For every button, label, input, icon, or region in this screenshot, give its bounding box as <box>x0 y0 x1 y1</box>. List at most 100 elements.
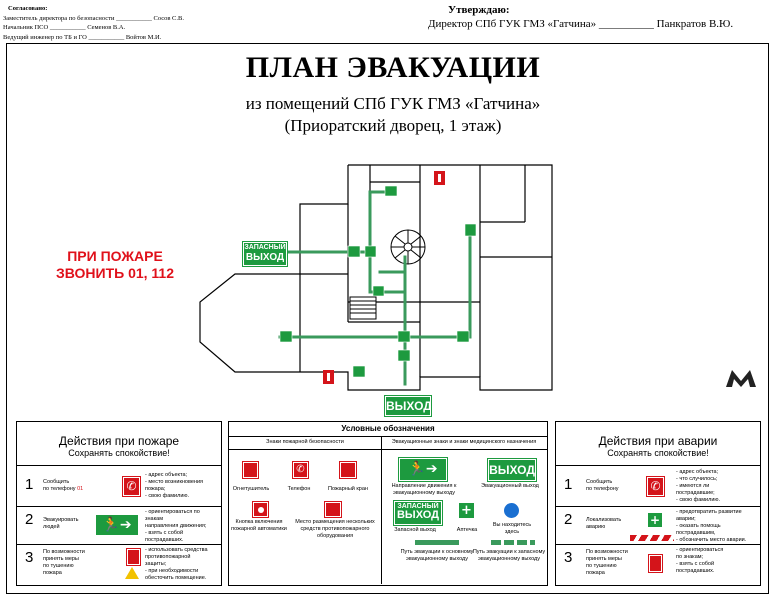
step-number: 2 <box>25 511 34 528</box>
note: знакам <box>145 516 163 522</box>
first-aid-icon: + <box>648 513 662 527</box>
alarm-button-icon <box>252 501 269 518</box>
step-text: Сообщить по телефону 01 <box>43 479 113 493</box>
note: - свою фамилию. <box>145 493 190 499</box>
accident-step-3: 3 По возможности принять меры по тушению… <box>556 544 760 585</box>
direction-sign-icon: 🏃➔ <box>398 457 448 482</box>
accident-step-2: 2 Локализовать аварию + - предотвратить … <box>556 506 760 545</box>
page-title: ПЛАН ЭВАКУАЦИИ <box>245 51 541 84</box>
agreed-line: Ведущий инженер по ТБ и ГО ___________ В… <box>3 33 162 41</box>
step-number: 1 <box>25 476 34 493</box>
step-text-1: Эвакуировать <box>43 517 79 523</box>
step-text-1: Сообщить <box>43 479 70 485</box>
step-text-2: принять меры <box>43 556 79 562</box>
accident-actions-panel: Действия при аварии Сохранять спокойстви… <box>555 421 761 586</box>
legend-divider <box>381 437 382 584</box>
warning-icon <box>125 567 139 579</box>
extinguisher-icon <box>242 461 259 479</box>
fire-call-text: ПРИ ПОЖАРЕ ЗВОНИТЬ 01, 112 <box>30 248 200 282</box>
accident-actions-subtitle: Сохранять спокойствие! <box>607 448 709 458</box>
step-text: По возможности принять меры по тушению п… <box>43 549 113 577</box>
first-aid-icon: + <box>459 503 474 518</box>
note: - взять с собой <box>145 530 184 536</box>
hydrant-icon <box>339 461 357 479</box>
note: пострадавших. <box>145 537 184 543</box>
legend-spare-route: Путь эвакуации к запасному эвакуационном… <box>472 549 546 562</box>
spare-exit-sign: ЗАПАСНЫЙ ВЫХОД <box>242 241 288 267</box>
step-text-3: по тушению <box>43 563 74 569</box>
note: пострадавшим, <box>676 530 716 536</box>
agreed-line: Начальник ПСО ___________ Семенов В.А. <box>3 24 126 31</box>
note: - что случилось; <box>676 476 718 482</box>
note: защиты; <box>145 561 167 567</box>
step-text-4: пожара <box>43 570 62 576</box>
agreed-block: Согласовано: Заместитель директора по бе… <box>3 4 233 42</box>
fire-actions-subtitle: Сохранять спокойствие! <box>68 448 170 458</box>
note: - ориентироваться по <box>145 509 200 515</box>
legend-col1-header: Знаки пожарной безопасности <box>229 439 381 450</box>
fire-extinguisher-icon <box>126 548 141 566</box>
step-text-3: по тушению <box>586 563 617 569</box>
note: пожара; <box>145 486 166 492</box>
spare-exit-sign-icon: ЗАПАСНЫЙ ВЫХОД <box>393 500 443 526</box>
fire-step-2: 2 Эвакуировать людей 🏃➔ - ориентироватьс… <box>17 506 221 545</box>
legend-button: Кнопка включения пожарной автоматики <box>231 519 287 532</box>
approve-block: Утверждаю: Директор СПб ГУК ГМЗ «Гатчина… <box>428 3 774 31</box>
note: - адрес объекта; <box>676 469 719 475</box>
step-text-2: людей <box>43 524 60 530</box>
approve-title: Утверждаю: <box>448 4 510 16</box>
legend-title: Условные обозначения <box>229 422 547 437</box>
barrier-tape-icon <box>630 535 674 541</box>
legend-panel: Условные обозначения Знаки пожарной безо… <box>228 421 548 586</box>
step-text: Сообщить по телефону <box>586 479 646 493</box>
note: - имеются ли <box>676 483 710 489</box>
note: - использовать средства <box>145 547 208 553</box>
step-text-2: аварию <box>586 524 606 530</box>
step-number: 3 <box>25 549 34 566</box>
note: аварии; <box>676 516 696 522</box>
legend-fire-place: Место размещения нескольких средств прот… <box>295 519 375 539</box>
note: - взять с собой <box>676 561 715 567</box>
spare-exit-line2: ВЫХОД <box>245 252 285 263</box>
step-text-2: принять меры <box>586 556 622 562</box>
note: пострадавшие; <box>676 490 715 496</box>
main-exit-sign: ВЫХОД <box>384 395 432 417</box>
accident-step-1: 1 Сообщить по телефону ✆ - адрес объекта… <box>556 465 760 507</box>
step-text-1: По возможности <box>43 549 85 555</box>
note: - при необходимости <box>145 568 199 574</box>
logo-icon <box>726 370 756 387</box>
spare-exit-line1: ЗАПАСНЫЙ <box>244 244 286 251</box>
note: - ориентироваться <box>676 547 724 553</box>
legend-col2-header: Эвакуационные знаки и знаки медицинского… <box>381 439 547 450</box>
agreed-line: Заместитель директора по безопасности __… <box>3 14 184 22</box>
step-text: Локализовать аварию <box>586 517 646 531</box>
step-notes: - ориентироваться по знакам; - взять с с… <box>676 547 759 575</box>
step-text-2: по телефону <box>43 486 76 492</box>
exit-sign-icon: ВЫХОД <box>487 458 537 482</box>
fire-call-number: ЗВОНИТЬ 01, 112 <box>55 265 175 281</box>
legend-you-are-here: Вы находитесь здесь <box>492 522 532 535</box>
legend-direction: Направление движения к эвакуационному вы… <box>391 483 457 496</box>
legend-hydrant: Пожарный кран <box>328 486 368 492</box>
step-number: 1 <box>564 476 573 493</box>
fire-actions-title: Действия при пожаре <box>58 434 180 448</box>
legend-spare-exit: Запасной выход <box>394 527 436 533</box>
step-text-1: Сообщить <box>586 479 613 485</box>
note: - место возникновения <box>145 479 203 485</box>
step-text-4: пожара <box>586 570 605 576</box>
legend-exit: Эвакуационный выход <box>481 483 539 489</box>
note: - обозначить место аварии. <box>676 537 747 543</box>
fire-step-3: 3 По возможности принять меры по тушению… <box>17 544 221 585</box>
legend-phone: Телефон <box>287 486 311 492</box>
note: направления движения; <box>145 523 207 529</box>
phone-icon: ✆ <box>646 476 665 497</box>
step-phone: 01 <box>77 486 84 492</box>
spare-route-line <box>491 540 535 545</box>
evacuation-direction-icon: 🏃➔ <box>96 515 138 535</box>
you-are-here-icon <box>504 503 519 518</box>
spiral-stair-icon <box>390 229 426 265</box>
note: пострадавших. <box>676 568 715 574</box>
approve-line: Директор СПб ГУК ГМЗ «Гатчина» _________… <box>428 18 734 30</box>
step-text: Эвакуировать людей <box>43 517 113 531</box>
step-number: 3 <box>564 549 573 566</box>
